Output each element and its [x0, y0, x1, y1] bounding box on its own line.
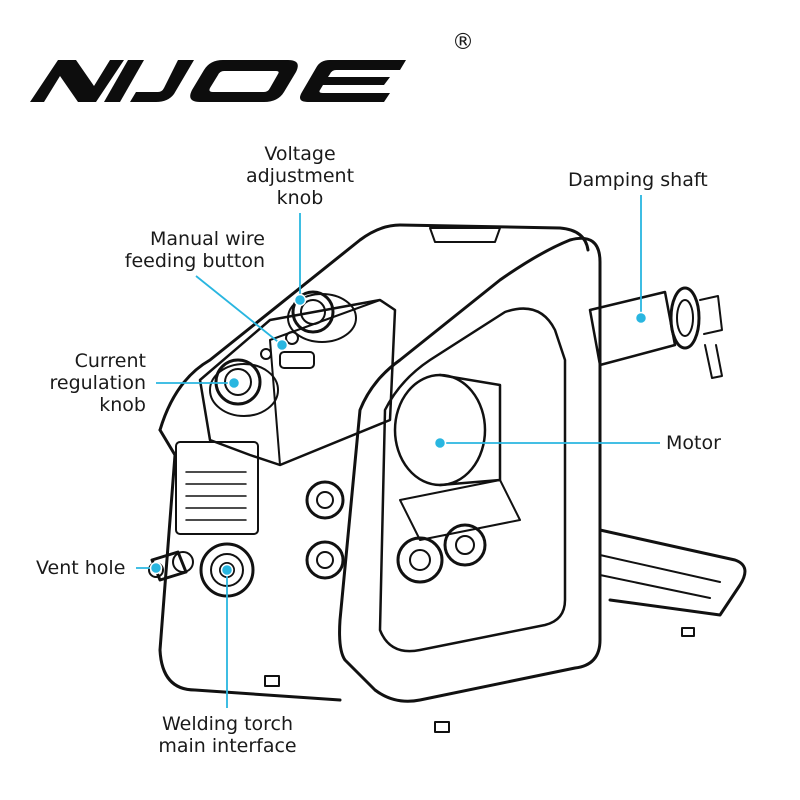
brand-logo — [30, 60, 406, 102]
label-welding-torch-main-interface: Welding torch main interface — [158, 713, 297, 757]
label-motor: Motor — [666, 432, 721, 454]
label-voltage-adjustment-knob: Voltage adjustment knob — [245, 143, 355, 209]
torch-interface-marker — [220, 563, 234, 577]
manual-wire-marker — [275, 338, 289, 352]
label-current-regulation-knob: Current regulation knob — [49, 350, 146, 416]
registered-mark: ® — [452, 30, 474, 55]
voltage-knob-marker — [293, 293, 307, 307]
motor-marker — [433, 436, 447, 450]
label-damping-shaft: Damping shaft — [568, 169, 708, 191]
current-knob-marker — [227, 376, 241, 390]
label-manual-wire-feeding-button: Manual wire feeding button — [124, 228, 265, 272]
label-vent-hole: Vent hole — [36, 557, 126, 579]
damping-shaft-marker — [634, 311, 648, 325]
vent-hole-marker — [149, 561, 163, 575]
